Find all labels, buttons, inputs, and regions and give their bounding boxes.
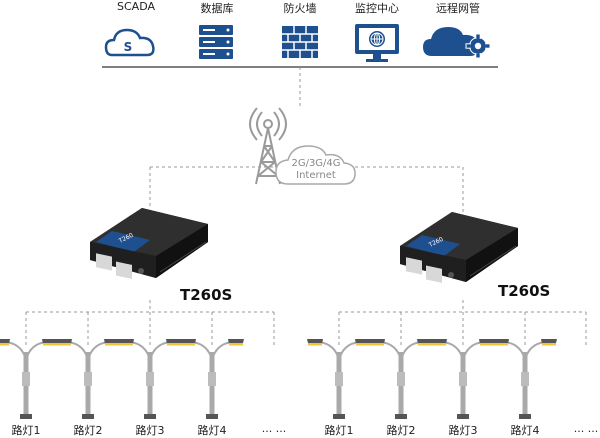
antenna-tower-icon <box>249 107 287 185</box>
router-model-right: T260S <box>498 282 551 300</box>
more-lights-label: ... ... <box>573 422 599 435</box>
light-label: 路灯1 <box>11 424 41 437</box>
router-right: T260 <box>400 212 518 283</box>
street-light <box>431 339 495 419</box>
label-scada: SCADA <box>117 0 155 13</box>
network-line1: 2G/3G/4G <box>291 158 341 169</box>
street-light <box>180 339 244 419</box>
router-model-left: T260S <box>180 286 233 304</box>
cloud-gear-icon <box>423 27 491 59</box>
network-line2: Internet <box>296 170 336 181</box>
light-label: 路灯1 <box>324 424 354 437</box>
internet-cloud <box>275 145 356 185</box>
street-light <box>493 339 557 419</box>
street-lights <box>0 339 557 419</box>
street-light <box>56 339 120 419</box>
label-monitor-center: 监控中心 <box>355 2 399 15</box>
light-label: 路灯2 <box>73 424 103 437</box>
light-label: 路灯4 <box>510 424 540 437</box>
monitor-icon <box>355 24 399 62</box>
light-label: 路灯2 <box>386 424 416 437</box>
label-database: 数据库 <box>200 2 234 15</box>
firewall-icon <box>282 26 318 58</box>
street-light <box>118 339 182 419</box>
street-light <box>369 339 433 419</box>
street-light <box>0 339 58 419</box>
light-label: 路灯4 <box>197 424 227 437</box>
more-lights-label: ... ... <box>261 422 287 435</box>
server-icon <box>199 25 233 59</box>
link-lines <box>25 166 587 345</box>
cloud-s-icon: S <box>104 28 155 57</box>
light-label: 路灯3 <box>448 424 478 437</box>
router-left: T260 <box>90 208 208 279</box>
street-light <box>307 339 371 419</box>
network-label: 2G/3G/4G Internet <box>291 158 340 182</box>
label-remote-management: 远程网管 <box>436 2 480 15</box>
light-label: 路灯3 <box>135 424 165 437</box>
label-firewall: 防火墙 <box>283 2 317 15</box>
scada-badge: S <box>124 40 133 54</box>
